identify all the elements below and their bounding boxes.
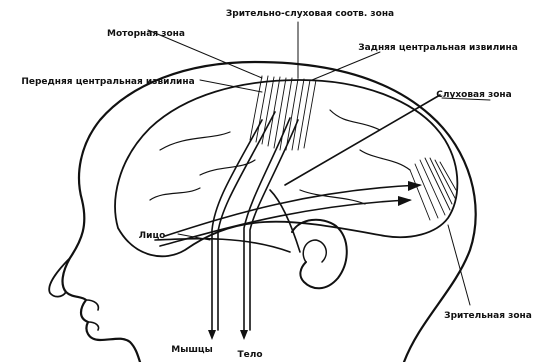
brain-fold — [150, 110, 410, 204]
head-outline — [63, 62, 476, 362]
brain-outline — [115, 80, 457, 256]
neural-pathways — [155, 95, 440, 330]
pathway-arrowheads — [208, 181, 422, 340]
label-muscles: Мышцы — [171, 345, 212, 355]
label-motor-zone: Моторная зона — [107, 29, 185, 39]
ear-outline — [292, 220, 347, 289]
lips-outline — [86, 300, 99, 330]
label-posterior-gyrus: Задняя центральная извилина — [358, 43, 518, 53]
label-face: Лицо — [139, 231, 166, 241]
label-body: Тело — [237, 350, 262, 360]
leader-lines — [148, 22, 490, 305]
ear-inner — [303, 240, 326, 262]
label-visual-zone: Зрительная зона — [444, 311, 532, 321]
label-anterior-gyrus: Передняя центральная извилина — [21, 77, 194, 87]
visual-cortex-hatching — [410, 158, 456, 220]
label-top-center: Зрительно-слуховая соотв. зона — [226, 9, 394, 19]
label-auditory-zone: Слуховая зона — [436, 90, 511, 100]
